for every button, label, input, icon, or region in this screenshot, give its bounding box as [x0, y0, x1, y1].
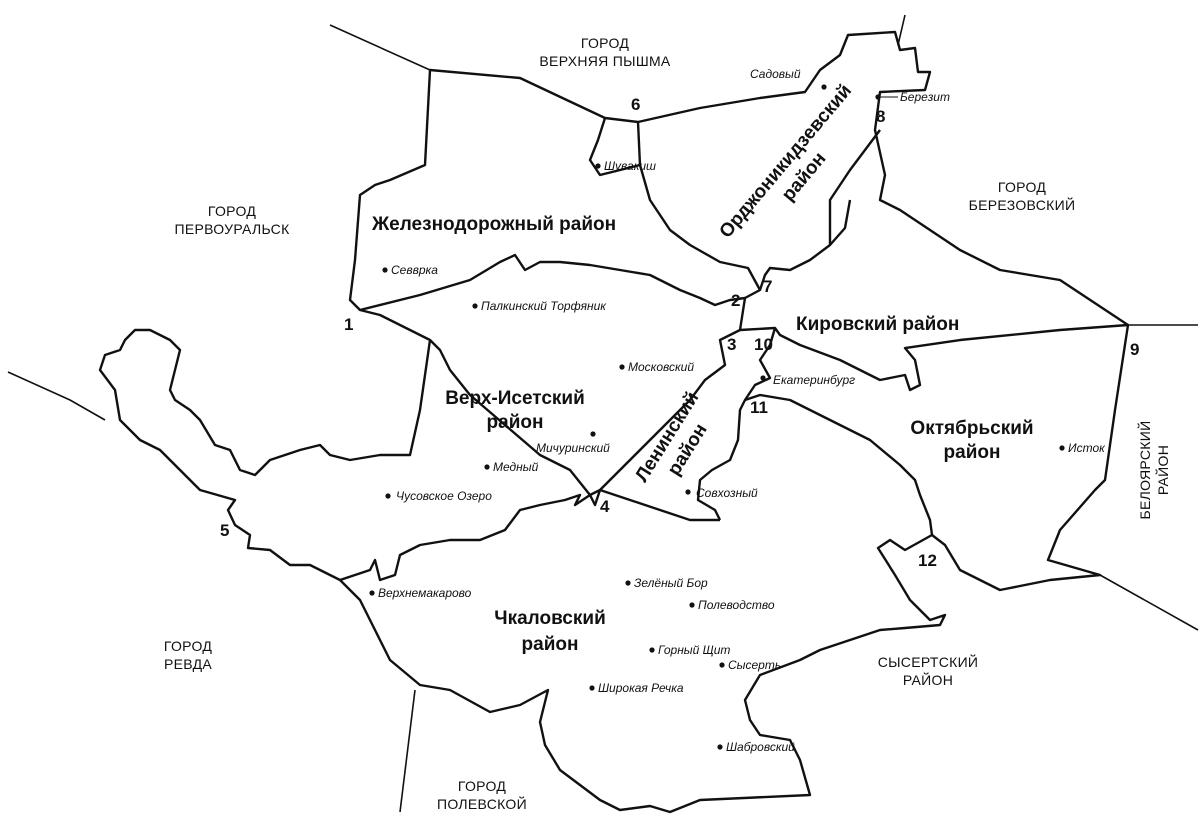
settlement-gorny-shchit: Горный Щит — [658, 643, 730, 657]
settlement-dot — [625, 580, 631, 586]
settlement-dot — [1059, 445, 1065, 451]
settlement-dot — [875, 94, 881, 100]
settlement-sovkhozny: Совхозный — [696, 486, 758, 500]
marker-8: 8 — [876, 107, 885, 126]
label-zheleznodorozhny: Железнодорожный район — [371, 214, 616, 235]
settlement-michurinsky: Мичуринский — [536, 441, 610, 455]
settlement-dot — [484, 464, 490, 470]
settlement-shabrovsky: Шабровский — [726, 740, 795, 754]
label-beloyarsky: БЕЛОЯРСКИЙ — [1136, 421, 1153, 520]
marker-11: 11 — [750, 398, 768, 417]
label-oktyabrsky-2: район — [944, 442, 1001, 463]
settlement-dot — [385, 493, 391, 499]
label-pervouralsk: ГОРОД — [208, 203, 256, 219]
label-verkhnyaya-pyshma-2: ВЕРХНЯЯ ПЫШМА — [539, 53, 670, 69]
settlement-dot — [382, 267, 388, 273]
label-pervouralsk-2: ПЕРВОУРАЛЬСК — [174, 221, 290, 237]
marker-9: 9 — [1130, 340, 1139, 359]
settlement-dot — [472, 303, 478, 309]
label-polevskoy-2: ПОЛЕВСКОЙ — [437, 795, 527, 812]
label-ordzhonikidzevsky: Орджоникидзевский — [716, 81, 857, 243]
settlement-istok: Исток — [1068, 441, 1106, 455]
neighbor-labels: ГОРОД ВЕРХНЯЯ ПЫШМА ГОРОД ПЕРВОУРАЛЬСК Г… — [164, 35, 1171, 812]
settlement-palkinsky: Палкинский Торфяник — [481, 299, 607, 313]
marker-3: 3 — [727, 335, 736, 354]
label-chkalovsky: Чкаловский — [494, 608, 606, 629]
marker-4: 4 — [600, 497, 610, 516]
external-lines — [7, 14, 1199, 813]
settlement-dot — [595, 163, 601, 169]
label-chkalovsky-2: район — [522, 634, 579, 655]
settlement-dot — [719, 662, 725, 668]
marker-7: 7 — [763, 277, 772, 296]
settlement-sysert: Сысерть — [728, 658, 781, 672]
settlement-dot — [717, 744, 723, 750]
boundary-markers: 1 2 3 4 5 6 7 8 9 10 11 12 — [220, 95, 1139, 570]
settlement-dot — [685, 489, 691, 495]
label-revda: ГОРОД — [164, 638, 212, 654]
settlement-dot — [619, 364, 625, 370]
settlement-moskovsky: Московский — [628, 360, 694, 374]
settlement-verkhnemakarovo: Верхнемакарово — [378, 586, 472, 600]
settlement-chusovskoe: Чусовское Озеро — [396, 489, 492, 503]
settlement-zeleny-bor: Зелёный Бор — [634, 576, 708, 590]
label-sysert-district: СЫСЕРТСКИЙ — [878, 653, 979, 670]
label-berezovsky: ГОРОД — [998, 179, 1046, 195]
label-oktyabrsky: Октябрьский — [910, 418, 1033, 439]
label-verkh-isetsky: Верх-Исетский — [445, 388, 585, 409]
settlement-sevvrka: Севврка — [391, 263, 438, 277]
settlement-polevodstvo: Полеводство — [698, 598, 775, 612]
outer-boundary — [98, 30, 1130, 814]
settlement-dot — [589, 685, 595, 691]
settlement-shuvakish: Шувакиш — [604, 159, 656, 173]
settlements: Садовый Березит Шувакиш Севврка Палкинск… — [369, 67, 1106, 754]
label-verkh-isetsky-2: район — [487, 412, 544, 433]
label-kirovsky: Кировский район — [796, 314, 959, 335]
district-borders — [339, 117, 1129, 582]
label-polevskoy: ГОРОД — [458, 778, 506, 794]
label-berezovsky-2: БЕРЕЗОВСКИЙ — [969, 196, 1076, 213]
settlement-dot — [821, 84, 827, 90]
settlement-shirokaya-rechka: Широкая Речка — [598, 681, 684, 695]
settlement-dot — [369, 590, 375, 596]
label-sysert-district-2: РАЙОН — [903, 671, 953, 688]
marker-12: 12 — [918, 551, 937, 570]
label-beloyarsky-2: РАЙОН — [1154, 445, 1171, 495]
settlement-berezit: Березит — [900, 90, 950, 104]
settlement-dot — [689, 602, 695, 608]
label-verkhnyaya-pyshma: ГОРОД — [581, 35, 629, 51]
marker-1: 1 — [344, 315, 353, 334]
marker-10: 10 — [754, 335, 773, 354]
marker-5: 5 — [220, 521, 229, 540]
label-revda-2: РЕВДА — [164, 656, 212, 672]
settlement-sadovy: Садовый — [750, 67, 801, 81]
settlement-medny: Медный — [493, 460, 539, 474]
marker-6: 6 — [631, 95, 640, 114]
settlement-dot — [590, 431, 596, 437]
settlement-ekaterinburg: Екатеринбург — [773, 373, 855, 387]
settlement-dot — [649, 647, 655, 653]
settlement-dot — [760, 375, 766, 381]
marker-2: 2 — [731, 291, 740, 310]
